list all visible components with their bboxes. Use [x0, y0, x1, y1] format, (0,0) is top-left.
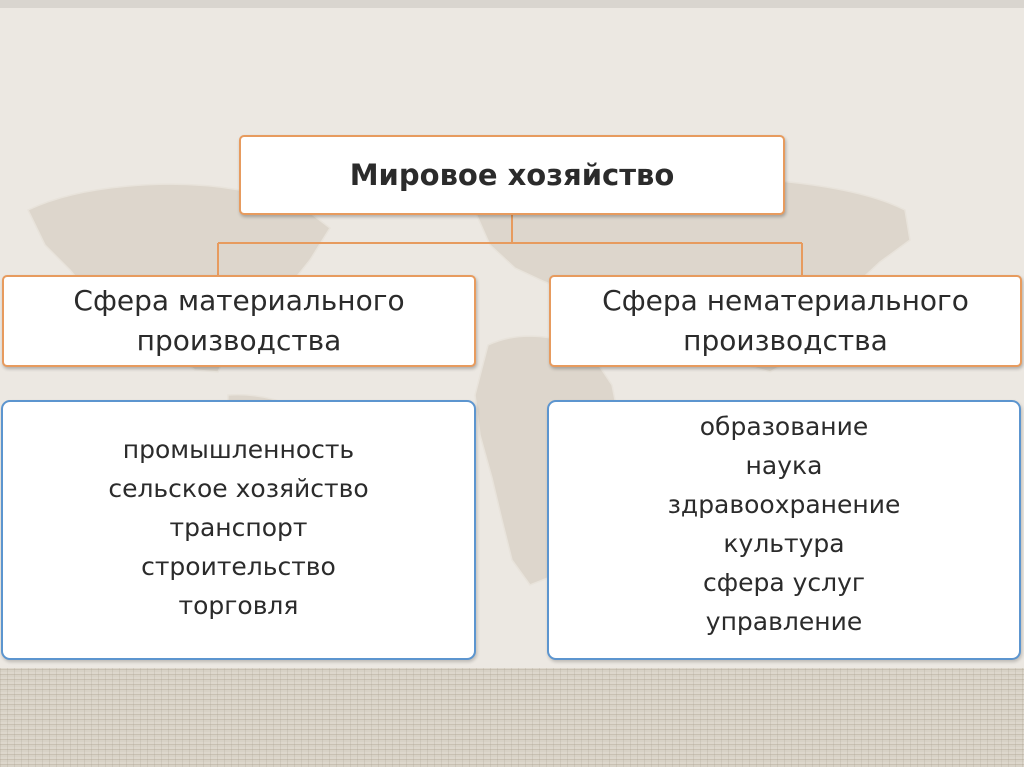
list-item: торговля	[178, 590, 299, 620]
texture-band	[0, 668, 1024, 767]
root-title: Мировое хозяйство	[349, 158, 675, 192]
nonmaterial-sphere-list-box: образование наука здравоохранение культу…	[547, 400, 1021, 660]
list-item: образование	[699, 412, 869, 441]
top-band	[0, 0, 1024, 8]
list-item: промышленность	[122, 434, 355, 464]
list-item: здравоохранение	[667, 490, 901, 519]
list-item: управление	[705, 607, 863, 636]
material-sphere-list: промышленность сельское хозяйство трансп…	[108, 430, 368, 625]
material-sphere-list-box: промышленность сельское хозяйство трансп…	[1, 400, 476, 660]
nonmaterial-sphere-title-line1: Сфера нематериального	[602, 284, 969, 317]
list-item: сфера услуг	[702, 568, 866, 597]
list-item: наука	[745, 451, 823, 480]
nonmaterial-sphere-list: образование наука здравоохранение культу…	[668, 407, 901, 641]
material-sphere-title-line1: Сфера материального	[73, 284, 405, 317]
root-node: Мировое хозяйство	[239, 135, 785, 215]
list-item: строительство	[141, 551, 336, 581]
nonmaterial-sphere-title-line2: производства	[683, 324, 888, 357]
list-item: культура	[723, 529, 845, 558]
list-item: транспорт	[169, 512, 308, 542]
nonmaterial-sphere-node: Сфера нематериального производства	[549, 275, 1022, 367]
material-sphere-node: Сфера материального производства	[2, 275, 476, 367]
material-sphere-title-line2: производства	[136, 324, 342, 357]
list-item: сельское хозяйство	[108, 473, 369, 503]
